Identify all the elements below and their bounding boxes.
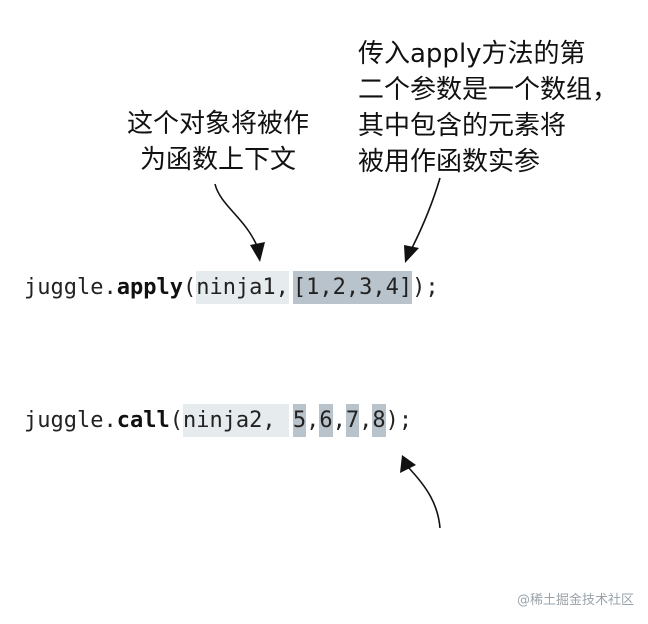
call-comma-1: , (306, 408, 320, 433)
apply-args-annotation-line-2: 二个参数是一个数组， (358, 75, 619, 105)
arrow-to-array-arg (411, 177, 441, 249)
arrow-to-context-arg (214, 183, 258, 247)
apply-code-line: juggle.apply(ninja1,[1,2,3,4]); (24, 271, 439, 305)
call-close: ); (385, 408, 413, 433)
call-object: juggle. (24, 408, 117, 433)
call-arg-3: 7 (345, 404, 360, 437)
apply-object: juggle. (24, 275, 117, 300)
call-comma-3: , (359, 408, 373, 433)
call-context-arg: ninja2, (182, 404, 289, 437)
context-annotation-line-1: 这个对象将被作 (126, 109, 309, 139)
call-arg-1: 5 (292, 404, 307, 437)
arrow-to-call-args (406, 465, 441, 529)
call-method: call (116, 408, 170, 433)
arrow-head-context (250, 242, 265, 262)
call-open-paren: ( (169, 408, 183, 433)
context-annotation-line-2: 为函数上下文 (139, 145, 296, 175)
apply-args-annotation-line-4: 被用作函数实参 (358, 147, 541, 177)
call-code-line: juggle.call(ninja2, 5,6,7,8); (24, 404, 412, 438)
arrow-head-call (400, 455, 416, 473)
apply-args-annotation-line-3: 其中包含的元素将 (358, 111, 567, 141)
watermark-text: @稀土掘金技术社区 (516, 593, 634, 608)
call-arg-2: 6 (319, 404, 333, 437)
context-annotation: 这个对象将被作 为函数上下文 (108, 106, 328, 178)
apply-context-arg: ninja1, (196, 271, 289, 304)
apply-close: ); (412, 275, 439, 300)
apply-args-annotation: 传入apply方法的第 二个参数是一个数组， 其中包含的元素将 被用作函数实参 (358, 36, 618, 180)
arrow-head-array (404, 245, 419, 263)
apply-method: apply (116, 275, 183, 300)
apply-args-annotation-line-1: 传入apply方法的第 (358, 39, 586, 69)
apply-open-paren: ( (182, 275, 197, 300)
call-arg-4: 8 (372, 404, 386, 437)
apply-array-arg: [1,2,3,4] (292, 271, 413, 304)
call-comma-2: , (332, 408, 346, 433)
